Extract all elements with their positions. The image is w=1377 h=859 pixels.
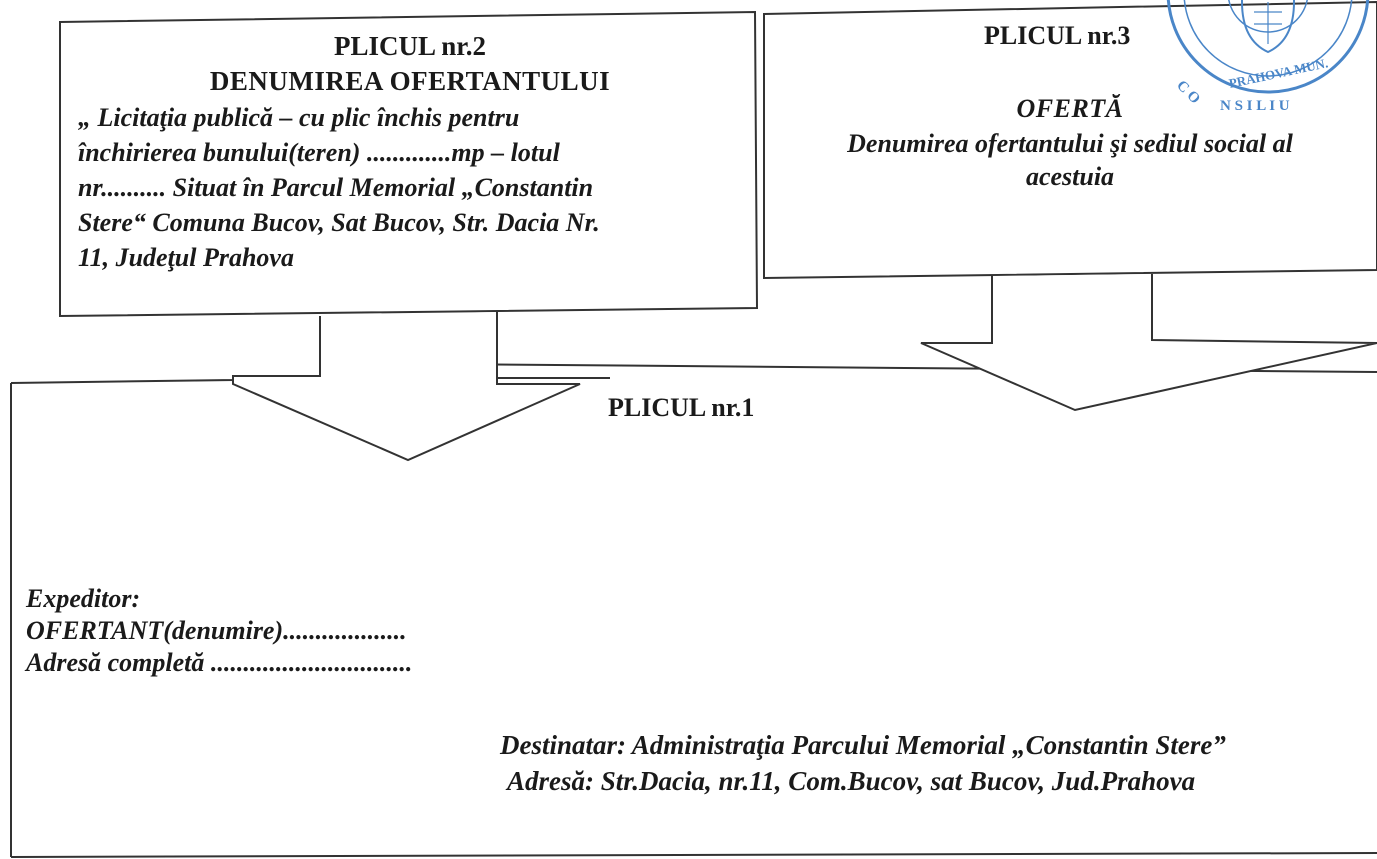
envelope-2-line: „ Licitaţia publică – cu plic închis pen… (78, 103, 520, 132)
envelope-3-line: acestuia (1025, 162, 1115, 191)
envelope-2-line: 11, Judeţul Prahova (78, 243, 294, 272)
envelope-2-box (59, 10, 759, 318)
recipient-block: Destinatar: Administraţia Parcului Memor… (500, 727, 1226, 799)
envelope-3-line: Denumirea ofertantului şi sediul social … (847, 129, 1293, 158)
envelope-2-title: PLICUL nr.2 (333, 31, 487, 61)
official-stamp: C O N S I L I U PRAHOVA MUN. (1166, 0, 1370, 114)
envelope-3-description: Denumirea ofertantului şi sediul social … (765, 127, 1375, 193)
envelope-2-arrow (232, 312, 581, 462)
svg-text:PRAHOVA MUN.: PRAHOVA MUN. (1228, 55, 1330, 91)
envelope-3-box (763, 0, 1377, 280)
envelope-2-subtitle: DENUMIREA OFERTANTULUI (209, 66, 611, 96)
sender-label: Expeditor: (26, 584, 141, 613)
svg-text:N S I L I U: N S I L I U (1220, 98, 1290, 114)
coat-of-arms-icon (1241, 0, 1295, 54)
sender-block: Expeditor: OFERTANT(denumire)...........… (26, 583, 412, 679)
envelope-3-heading: OFERTĂ (1016, 94, 1124, 123)
recipient-line-2: Adresă: Str.Dacia, nr.11, Com.Bucov, sat… (507, 766, 1196, 796)
envelope-2-description: „ Licitaţia publică – cu plic închis pen… (78, 100, 748, 275)
envelope-1-bottom-edge (10, 852, 1377, 858)
envelope-1-title: PLICUL nr.1 (608, 393, 755, 422)
envelope-2-line: Stere“ Comuna Bucov, Sat Bucov, Str. Dac… (78, 208, 600, 237)
sender-address-line: Adresă completă ........................… (26, 648, 413, 677)
envelope-3-title: PLICUL nr.3 (984, 21, 1131, 50)
envelope-2-line: nr.......... Situat în Parcul Memorial „… (78, 173, 594, 202)
sender-name-line: OFERTANT(denumire)................... (26, 616, 407, 645)
envelope-3-arrow (920, 274, 1377, 412)
envelope-2-line: închirierea bunului(teren) .............… (78, 138, 560, 167)
recipient-line-1: Destinatar: Administraţia Parcului Memor… (500, 730, 1226, 760)
